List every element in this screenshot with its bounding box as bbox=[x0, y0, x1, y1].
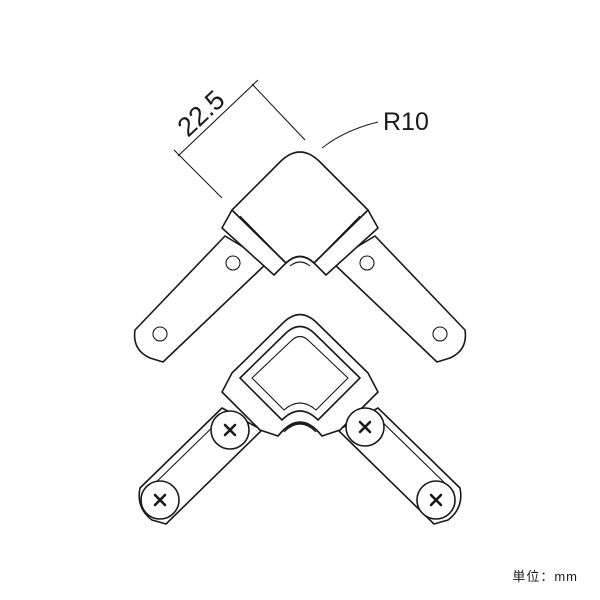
leader-line bbox=[321, 121, 379, 149]
radius-value: R10 bbox=[383, 108, 429, 136]
unit-label: 単位：mm bbox=[512, 569, 578, 584]
screw bbox=[140, 480, 180, 520]
dimension-value: 22.5 bbox=[172, 85, 231, 143]
mounting-hole bbox=[359, 255, 375, 271]
bottom-fitting bbox=[138, 313, 462, 525]
screw bbox=[210, 410, 250, 450]
extension-line bbox=[251, 83, 306, 141]
extension-line bbox=[173, 149, 223, 199]
top-left-arm bbox=[133, 235, 269, 363]
dimension-line bbox=[177, 79, 259, 157]
top-fitting bbox=[133, 151, 467, 363]
mounting-hole bbox=[152, 326, 168, 342]
mounting-hole bbox=[432, 326, 448, 342]
screw bbox=[345, 407, 385, 447]
top-right-arm bbox=[331, 235, 467, 363]
screw bbox=[416, 480, 456, 520]
mounting-hole bbox=[225, 255, 241, 271]
radius-callout: R10 bbox=[321, 108, 429, 149]
